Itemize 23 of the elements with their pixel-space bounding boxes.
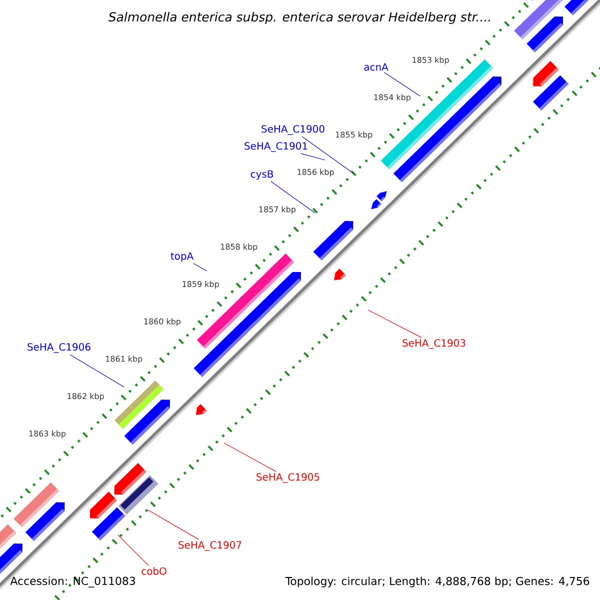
leader-line: [270, 181, 316, 214]
leader-line: [193, 263, 208, 272]
leader-line: [70, 354, 124, 388]
leader-line: [368, 310, 422, 338]
leader-line: [300, 153, 326, 160]
leader-line: [384, 72, 420, 96]
leader-line: [224, 442, 276, 472]
gene-label: SeHA_C1906: [28, 343, 90, 353]
title: Salmonella enterica subsp. enterica serovar Heidelberg str....: [107, 10, 493, 26]
gene-label: cysB: [250, 170, 274, 180]
gene-label: SeHA_C1900: [262, 125, 324, 135]
gene-label: SeHA_C1901: [244, 142, 308, 152]
gene-label: cobO: [142, 567, 166, 575]
accession-text: Accession: NC_011083: [10, 576, 136, 588]
gene-label: SeHA_C1903: [402, 339, 466, 349]
gene-label: topA: [170, 252, 194, 262]
leader-line: [302, 136, 354, 174]
leader-line: [118, 534, 149, 566]
gene-label: SeHA_C1905: [256, 473, 320, 483]
leader-line: [148, 510, 199, 540]
summary-text: Topology: circular; Length: 4,888,768 bp; Genes: 4,756: [285, 576, 590, 588]
gene-label: acnA: [364, 63, 388, 71]
gene-label: SeHA_C1907: [178, 541, 242, 551]
